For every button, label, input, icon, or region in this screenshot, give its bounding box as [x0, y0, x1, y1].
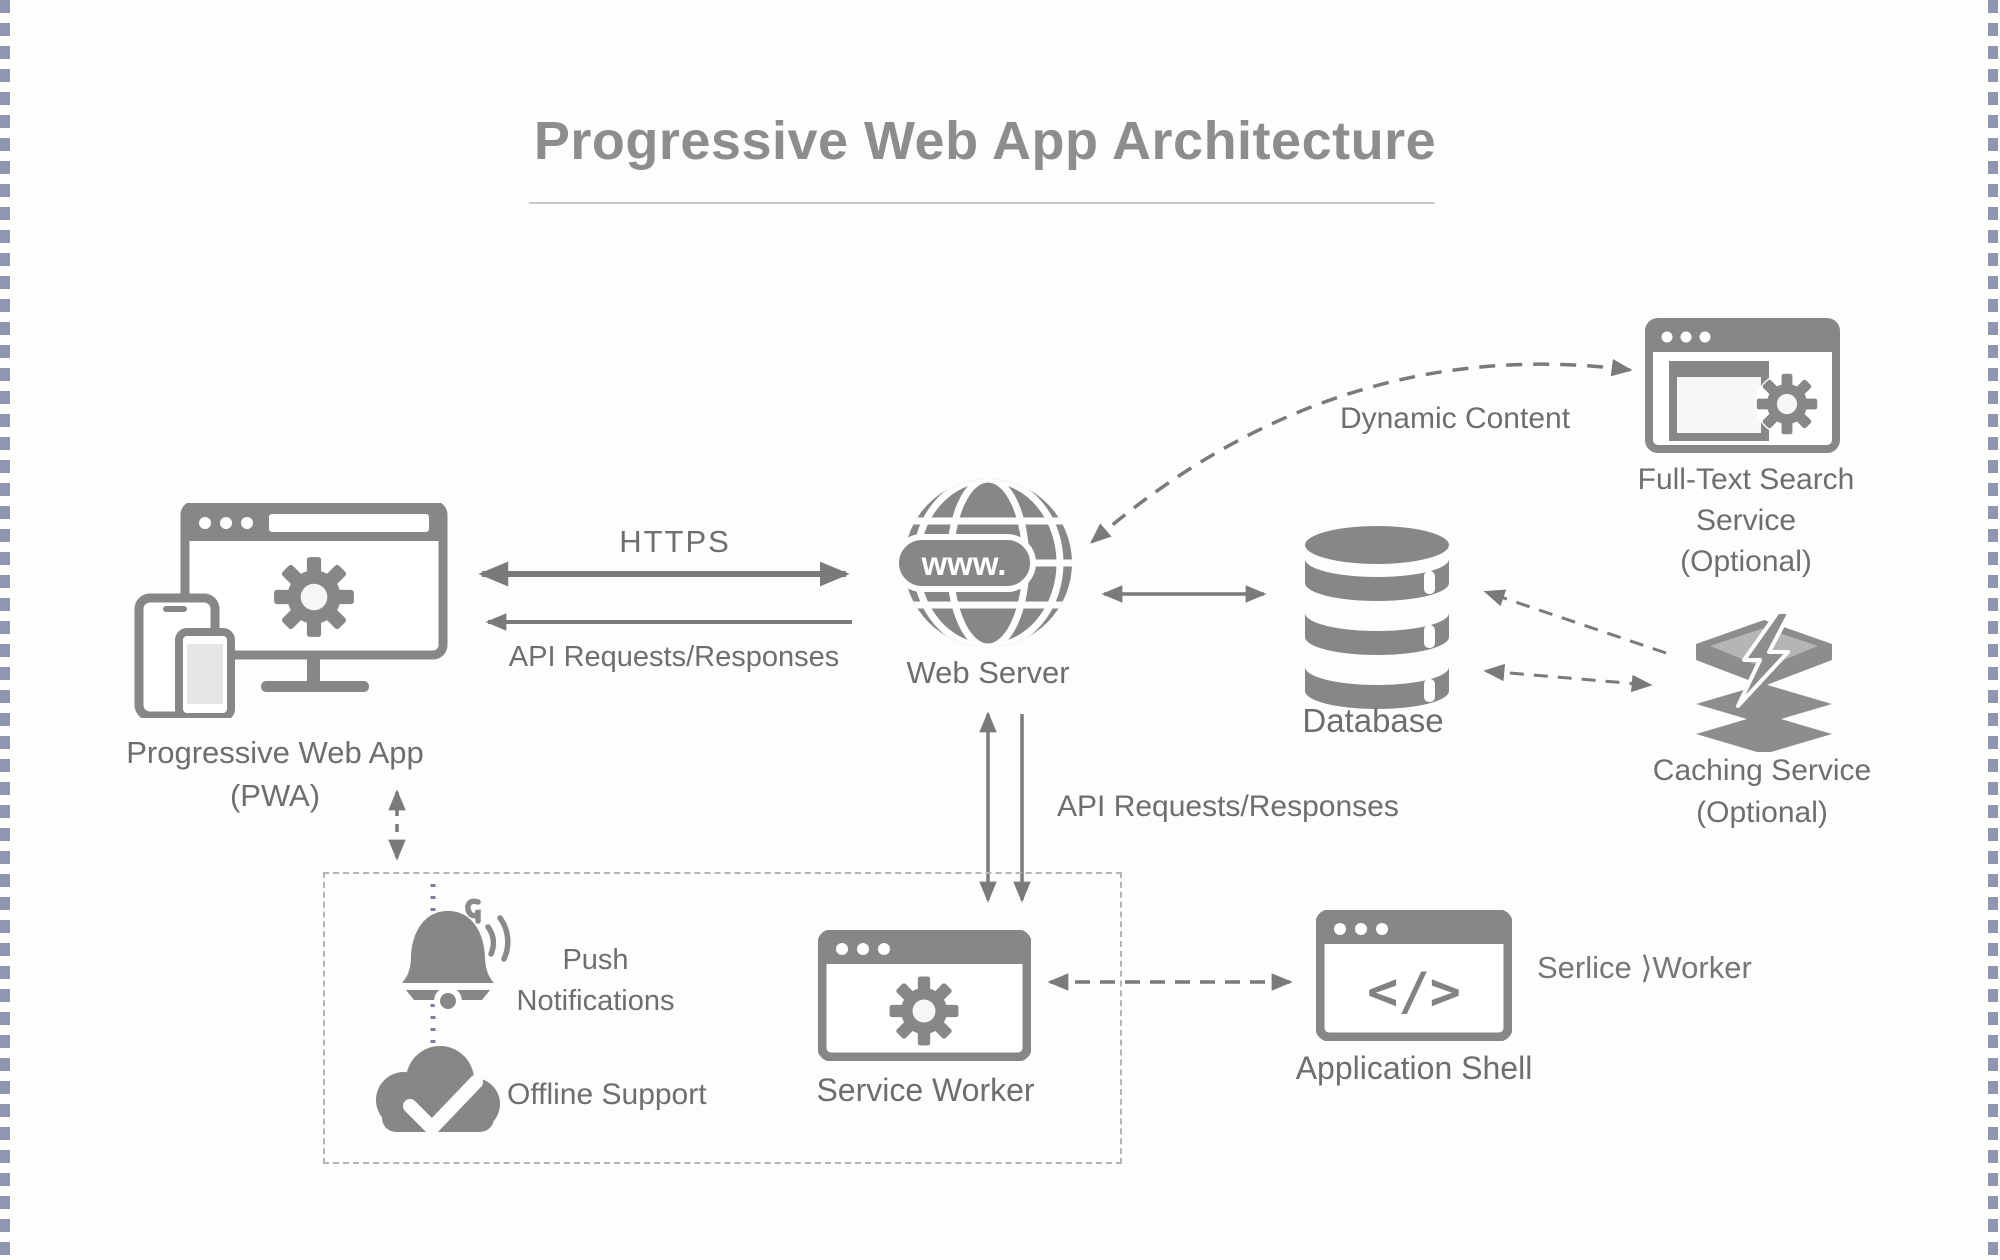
push-notifications-line2: Notifications	[516, 985, 675, 1017]
full-text-search-line2: Service	[1695, 504, 1797, 537]
sound-waves-icon	[465, 898, 511, 962]
checkmark-icon	[403, 1075, 483, 1135]
browser-addressbar	[269, 514, 429, 532]
full-text-search-label: Full-Text Search Service (Optional)	[1620, 459, 1872, 582]
edge-dynamic-content-curve	[1090, 358, 1633, 544]
caching-service-label: Caching Service (Optional)	[1637, 750, 1887, 834]
caching-service-line2: (Optional)	[1696, 796, 1828, 829]
push-notifications-bell-icon	[400, 898, 511, 1015]
monitor-base	[261, 681, 369, 692]
dynamic-content-label: Dynamic Content	[1339, 402, 1571, 435]
web-server-label: Web Server	[906, 655, 1070, 690]
pwa-label-line1: Progressive Web App	[126, 735, 424, 770]
database-label: Database	[1302, 702, 1444, 739]
https-label: HTTPS	[619, 524, 731, 559]
www-badge-text: www.	[921, 545, 1007, 582]
gear-icon	[272, 555, 356, 639]
edge-database-caching-dashed	[1483, 663, 1653, 693]
offline-support-label: Offline Support	[507, 1078, 707, 1111]
offline-support-cloud-icon	[376, 1046, 500, 1135]
pwa-devices-icon	[134, 503, 448, 718]
page-edge-dashed-right	[1988, 0, 1998, 1260]
full-text-search-line3: (Optional)	[1680, 545, 1812, 578]
api-requests-label-top: API Requests/Responses	[508, 641, 840, 673]
pwa-label-line2: (PWA)	[229, 778, 321, 813]
application-shell-icon: </>	[1316, 910, 1512, 1041]
code-symbol: </>	[1367, 962, 1461, 1022]
phone-icon	[175, 628, 235, 718]
caching-service-line1: Caching Service	[1652, 754, 1872, 787]
database-icon	[1305, 526, 1449, 709]
web-server-globe-icon: www.	[893, 479, 1072, 647]
edge-fulltext-to-database-dashed	[1483, 589, 1667, 655]
title-underline	[529, 202, 1435, 204]
push-notifications-label: Push Notifications	[473, 940, 718, 1022]
page-edge-dashed-left	[0, 0, 10, 1260]
gear-icon	[887, 974, 961, 1048]
service-worker-icon	[818, 930, 1031, 1061]
api-requests-label-middle: API Requests/Responses	[1057, 790, 1399, 823]
caching-service-icon	[1696, 612, 1832, 752]
monitor-stand	[307, 655, 320, 683]
application-shell-label: Application Shell	[1295, 1050, 1533, 1086]
document-panel	[1669, 361, 1769, 441]
www-badge	[893, 534, 1036, 592]
application-shell-side-note: Serlice ⟩Worker	[1537, 950, 1752, 985]
full-text-search-icon	[1645, 318, 1840, 453]
full-text-search-line1: Full-Text Search	[1637, 463, 1855, 496]
service-worker-label: Service Worker	[816, 1072, 1035, 1108]
page-title: Progressive Web App Architecture	[533, 111, 1437, 171]
gear-icon	[1755, 372, 1819, 436]
lightning-bolt-icon	[1736, 612, 1792, 708]
offline-capabilities-group-box	[323, 872, 1122, 1164]
pwa-label: Progressive Web App (PWA)	[95, 731, 455, 817]
push-notifications-line1: Push	[562, 944, 629, 976]
